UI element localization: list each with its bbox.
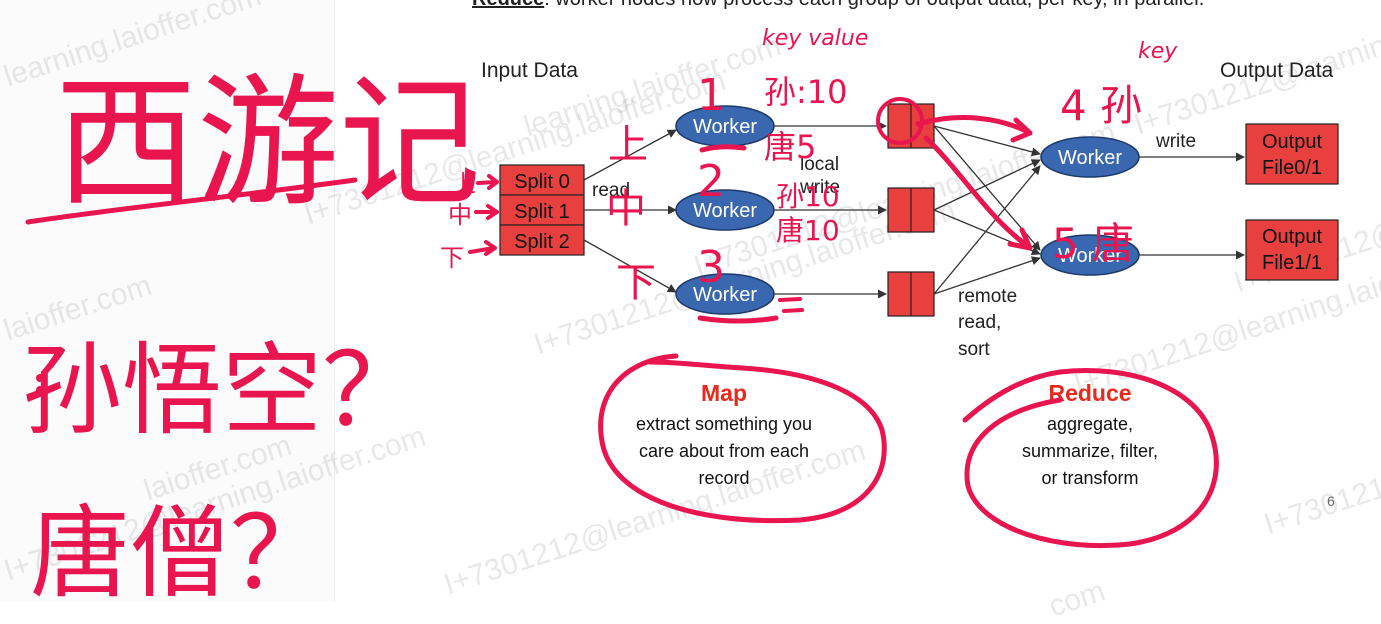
arrow-split-to-worker-1 [583, 129, 677, 181]
header-rest: : worker nodes now process each group of… [544, 0, 1204, 10]
split-mark-2: 下 [440, 244, 464, 272]
split-boxes: Split 0 Split 1 Split 2 [499, 164, 585, 256]
worker-char-1: 上 [608, 122, 648, 168]
reduce-circle [962, 368, 1219, 549]
worker-number-1: 1 [697, 70, 725, 121]
map-desc-line3: record [698, 468, 749, 488]
kv-line-3: 孙10 [776, 180, 840, 213]
note-side-panel [0, 0, 335, 602]
slide-header: Reduce: worker nodes now process each gr… [472, 0, 1204, 10]
map-worker-label: Worker [693, 284, 757, 306]
map-worker-label: Worker [693, 200, 757, 222]
map-desc-line2: care about from each [639, 441, 809, 461]
map-caption: Map extract something you care about fro… [636, 380, 812, 488]
reduce-worker-label: Worker [1058, 245, 1122, 267]
map-workers: Worker Worker Worker [675, 105, 775, 315]
remote-label-line3: sort [958, 339, 990, 360]
remote-label-line1: remote [958, 286, 1017, 307]
split-label-1: Split 1 [514, 201, 570, 223]
reducer-label-2: 5 唐 [1052, 219, 1134, 268]
handwritten-question-1: 孙悟空？ [22, 332, 422, 449]
handwritten-title: 西游记 [55, 61, 481, 226]
split-mark-0: 上 [452, 170, 476, 198]
kv-header: key value [762, 26, 868, 51]
slide-page-number: 6 [1327, 493, 1335, 509]
ink-arrow-to-reducer-1 [915, 115, 1033, 143]
input-data-title: Input Data [481, 59, 578, 82]
split-box-0 [499, 164, 585, 196]
reduce-caption: Reduce aggregate, summarize, filter, or … [1022, 380, 1158, 488]
header-bold: Reduce [472, 0, 544, 10]
ink-arrow-to-reducer-2 [923, 135, 1033, 251]
worker-number-2: 2 [697, 156, 725, 207]
output-data-title: Output Data [1220, 59, 1334, 82]
map-circle [598, 353, 887, 524]
handwritten-annotations: 西游记 孙悟空？ 唐僧？ 上 中 下 1 2 3 上 中 下 key value… [22, 26, 1219, 602]
reduce-desc-line1: aggregate, [1047, 414, 1133, 434]
worker-char-2: 中 [606, 186, 646, 232]
handwritten-question-2: 唐僧？ [30, 495, 330, 602]
split-mark-1: 中 [448, 201, 472, 229]
reduce-title: Reduce [1048, 380, 1131, 406]
split-box-2 [499, 224, 585, 256]
title-underline [25, 177, 358, 225]
output-file-0 [1245, 123, 1339, 185]
arrow-split-to-worker-3 [583, 239, 677, 293]
local-write-line2: write [799, 177, 840, 198]
map-worker-label: Worker [693, 116, 757, 138]
kv-line-2: 唐5 [764, 128, 816, 166]
reducer-label-1: 4 孙 [1060, 81, 1142, 130]
output-file-1 [1245, 219, 1339, 281]
worker-number-3: 3 [697, 242, 725, 293]
output-files: Output File0/1 Output File1/1 [1245, 123, 1339, 281]
map-title: Map [701, 380, 747, 406]
output-file-0-line2: File0/1 [1262, 157, 1322, 179]
reduce-desc-line2: summarize, filter, [1022, 441, 1158, 461]
kv-line-4: 唐10 [776, 214, 840, 247]
split-label-0: Split 0 [514, 171, 570, 193]
output-file-0-line1: Output [1262, 131, 1322, 153]
map-desc-line1: extract something you [636, 414, 812, 434]
reduce-workers: Worker Worker [1040, 136, 1140, 276]
output-file-1-line2: File1/1 [1262, 252, 1322, 274]
remote-label-line2: read, [958, 312, 1001, 333]
mapreduce-slide: Reduce: worker nodes now process each gr… [22, 0, 1339, 602]
reduce-worker-label: Worker [1058, 147, 1122, 169]
output-file-1-line1: Output [1262, 226, 1322, 248]
worker-char-3: 下 [616, 260, 656, 306]
kv-line-1: 孙:10 [764, 73, 848, 111]
reduce-desc-line3: or transform [1041, 468, 1138, 488]
read-label: read [592, 180, 630, 201]
split-label-2: Split 2 [514, 231, 570, 253]
local-write-line1: local [800, 154, 839, 175]
write-label: write [1155, 131, 1196, 152]
key-header: key [1138, 39, 1178, 64]
